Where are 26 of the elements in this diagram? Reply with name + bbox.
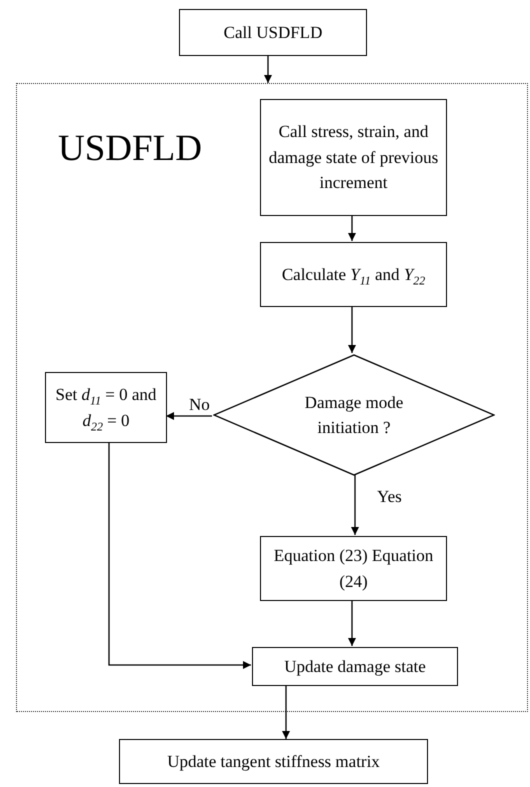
node-text: Calculate Y$_{11}$ and Y$_{22}$: [282, 264, 426, 288]
process-box: [260, 536, 447, 601]
frame-heading: USDFLD: [58, 130, 202, 167]
arrow: [348, 306, 356, 353]
process-box: [260, 242, 447, 307]
node-text: Set d$_{11}$ = 0 and d$_{22}$ = 0: [54, 384, 158, 433]
node-text: Call stress, strain, and damage state of previous increment: [268, 121, 440, 194]
process-box: [260, 99, 447, 216]
subroutine-frame: [16, 83, 528, 712]
arrow: [282, 685, 290, 739]
node-text: Equation (23) Equation (24): [272, 545, 434, 592]
arrow: [348, 600, 356, 646]
arrow: [264, 56, 272, 83]
arrow: [166, 412, 212, 420]
arrow: [351, 475, 359, 535]
node-text: Update damage state: [284, 656, 426, 678]
decision-diamond: [213, 354, 495, 476]
node-text: Damage mode initiation ?: [304, 392, 404, 439]
node-text: Call USDFLD: [224, 22, 322, 44]
arrow: [348, 215, 356, 241]
node-text: Update tangent stiffness matrix: [167, 750, 380, 773]
arrow: [108, 442, 251, 669]
process-box: [45, 372, 167, 443]
process-box: [179, 9, 367, 56]
process-box: [119, 739, 428, 784]
process-box: [252, 647, 458, 686]
